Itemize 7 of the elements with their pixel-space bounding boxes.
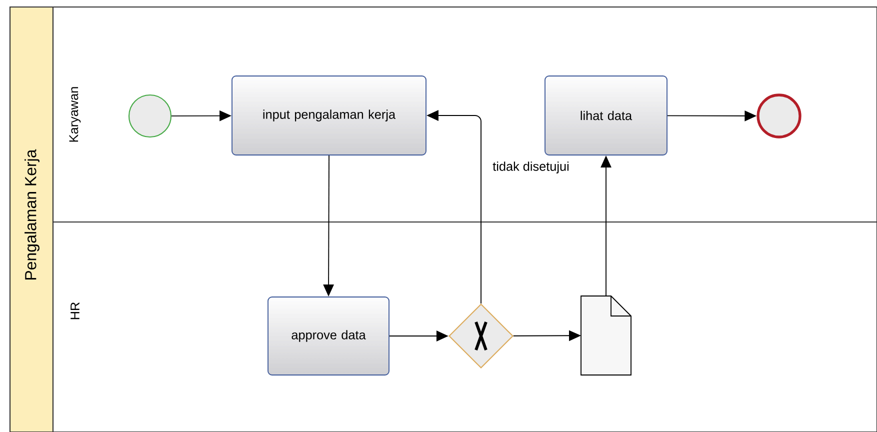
task-box: lihat data xyxy=(544,76,668,156)
edge-label: tidak disetujui xyxy=(492,162,568,174)
start-event-circle xyxy=(128,94,172,138)
task-box: approve data xyxy=(268,296,390,376)
document-icon xyxy=(580,296,632,376)
task-box: input pengalaman kerja xyxy=(232,76,426,156)
end-event-circle xyxy=(756,94,802,138)
